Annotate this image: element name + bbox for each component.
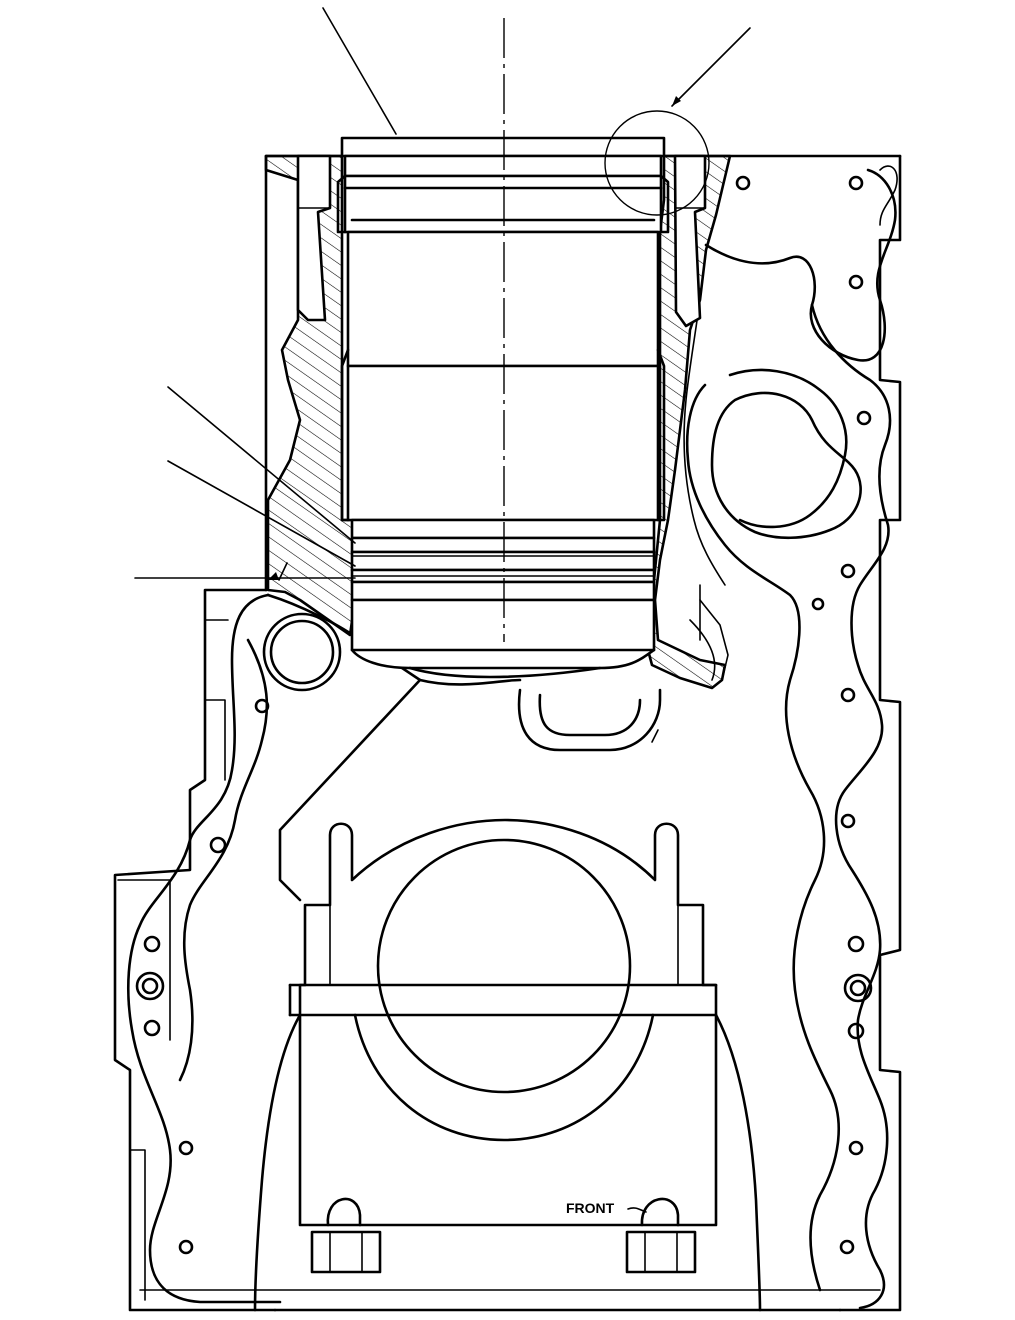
- main-cap-bolt-right: [625, 1197, 697, 1274]
- main-bearing-area: [253, 678, 762, 1312]
- right-flange-bolt-holes: [735, 175, 873, 1255]
- left-flange-bolt-holes: [135, 698, 270, 1255]
- leader-lines: [134, 7, 751, 581]
- camshaft-bore: [262, 612, 342, 692]
- block-outline: [113, 154, 902, 1312]
- right-water-jacket: [704, 168, 897, 362]
- front-label: FRONT: [566, 1200, 615, 1216]
- detail-circle: [604, 110, 710, 216]
- left-water-jacket: [126, 593, 282, 1304]
- cylinder-liner: [336, 136, 670, 679]
- cylinder-wall-section: [264, 154, 732, 690]
- water-passage: [710, 391, 862, 540]
- main-cap-bolt-left: [310, 1197, 382, 1274]
